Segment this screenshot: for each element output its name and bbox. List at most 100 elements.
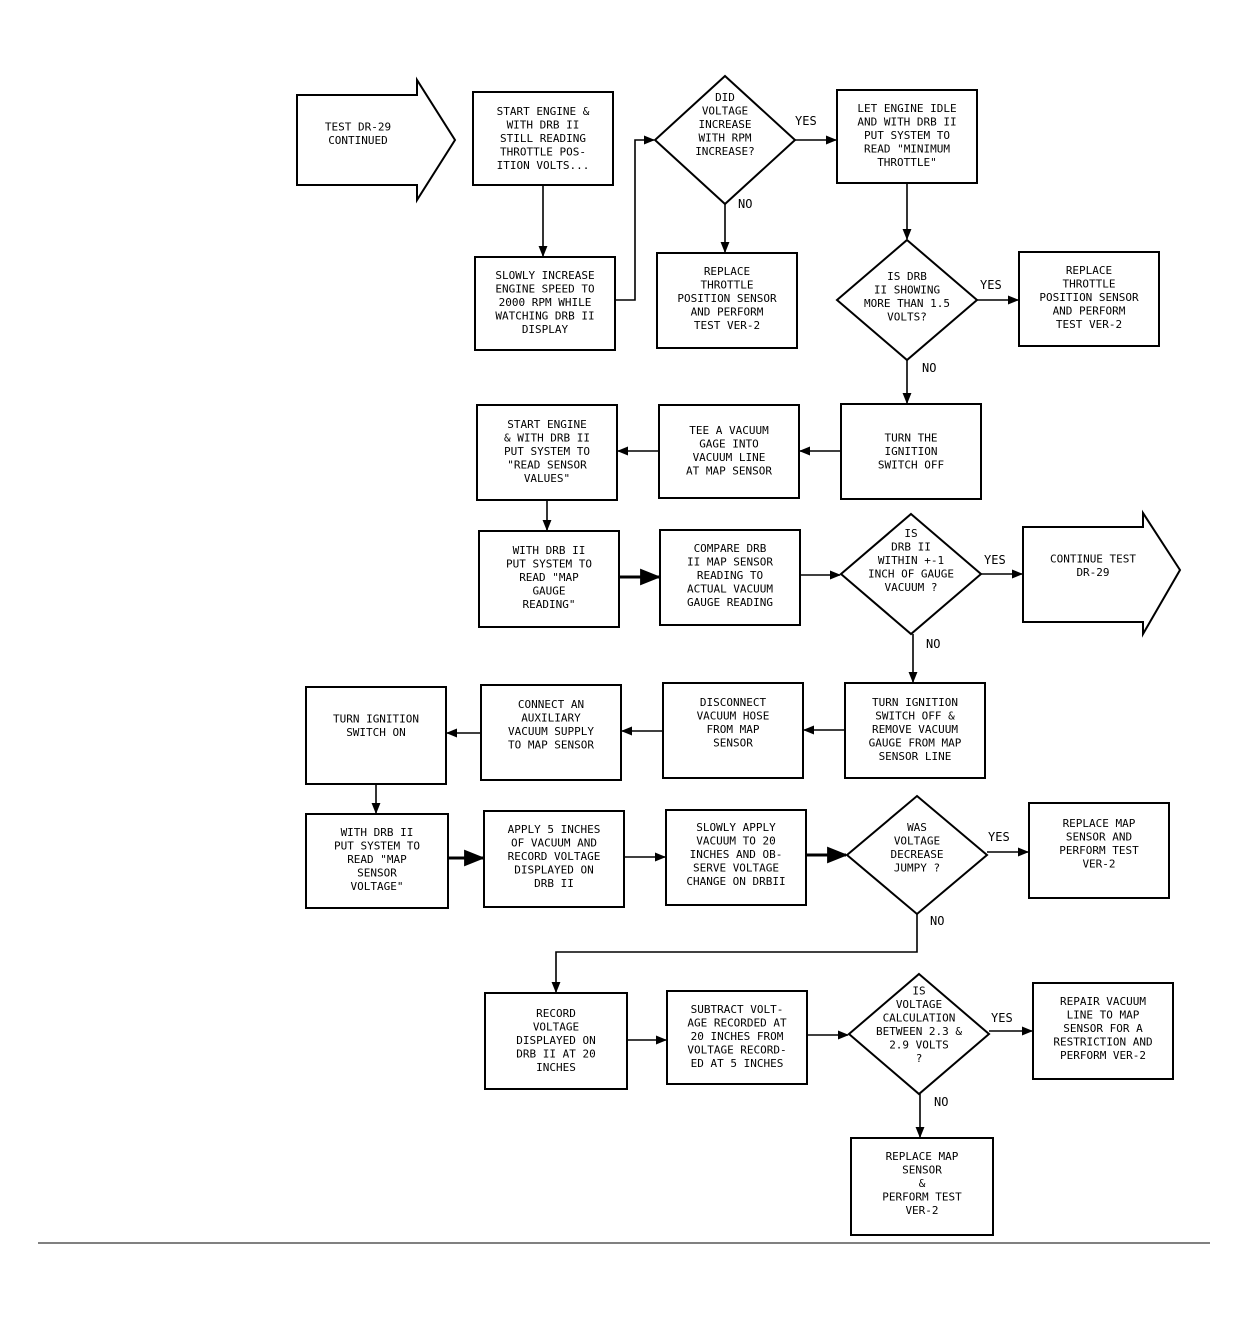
decision-within-1-inch-shape [839, 512, 983, 636]
text-line: DISPLAY [522, 323, 569, 336]
text-line: REPLACE MAP [1063, 817, 1136, 830]
text-line: ITION VOLTS... [497, 159, 590, 172]
text-line: CALCULATION [883, 1011, 956, 1024]
text-line: COMPARE DRB [694, 542, 767, 555]
connector-decision4-no [551, 914, 918, 994]
text-line: DR-29 [1076, 566, 1109, 579]
text-line: SLOWLY APPLY [696, 821, 776, 834]
step-tee-vacuum-gage-box [658, 404, 800, 499]
text-line: TEE A VACUUM [689, 424, 769, 437]
text-line: THROTTLE [701, 279, 754, 292]
decision-voltage-calculation-shape [847, 972, 991, 1096]
text-line: WATCHING DRB II [495, 310, 594, 323]
text-line: PERFORM VER-2 [1060, 1049, 1146, 1062]
text-line: SENSOR [713, 736, 753, 749]
text-line: RECORD VOLTAGE [508, 850, 601, 863]
step-slowly-apply-vacuum-box [665, 809, 807, 906]
text-line: SENSOR AND [1066, 830, 1132, 843]
text-line: AUXILIARY [521, 711, 581, 724]
text-line: REPAIR VACUUM [1060, 995, 1146, 1008]
text-line: TEST VER-2 [1056, 318, 1122, 331]
text-line: THROTTLE" [877, 156, 937, 169]
connector-slowly-to-decision [615, 135, 656, 301]
step-let-engine-idle-box [836, 89, 978, 184]
text-line: PUT SYSTEM TO [334, 840, 420, 853]
text-line: AND WITH DRB II [857, 116, 956, 129]
text-line: TEST VER-2 [694, 319, 760, 332]
text-line: & [919, 1177, 926, 1190]
text-line: ED AT 5 INCHES [691, 1057, 784, 1070]
text-line: GAUGE READING [687, 596, 773, 609]
text-line: DISCONNECT [700, 696, 767, 709]
step-subtract-voltage-box [666, 990, 808, 1085]
text-line: DECREASE [891, 848, 944, 861]
text-line: BETWEEN 2.3 & [876, 1025, 962, 1038]
text-line: AT MAP SENSOR [686, 464, 772, 477]
text-line: INCHES AND OB- [690, 848, 783, 861]
text-line: 2000 RPM WHILE [499, 296, 592, 309]
step-compare-drb-box [659, 529, 801, 626]
text-line: SENSOR LINE [879, 750, 952, 763]
text-line: DRB II AT 20 [516, 1048, 595, 1061]
text-line: "READ SENSOR [507, 459, 587, 472]
text-line: INCREASE? [695, 145, 755, 158]
text-line: SERVE VOLTAGE [693, 862, 779, 875]
text-line: THROTTLE [1063, 278, 1116, 291]
text-line: WITHIN +-1 [878, 554, 944, 567]
text-line: LET ENGINE IDLE [857, 102, 956, 115]
step-apply-5-inches-box [483, 810, 625, 908]
text-line: VACUUM LINE [693, 451, 766, 464]
text-line: CONTINUE TEST [1050, 552, 1136, 565]
text-line: REPLACE [704, 265, 750, 278]
step-replace-map-1-box [1028, 802, 1170, 899]
text-line: TO MAP SENSOR [508, 738, 594, 751]
label-no-d2: NO [922, 361, 936, 375]
text-line: FROM MAP [707, 723, 760, 736]
label-no-d3: NO [926, 637, 940, 651]
text-line: VACUUM SUPPLY [508, 725, 594, 738]
text-line: CHANGE ON DRBII [686, 875, 785, 888]
text-line: STILL READING [500, 132, 586, 145]
text-line: IGNITION [885, 445, 938, 458]
label-no-d4: NO [930, 914, 944, 928]
label-yes-d4: YES [988, 830, 1010, 844]
text-line: 20 INCHES FROM [691, 1030, 784, 1043]
label-yes-d2: YES [980, 278, 1002, 292]
start-arrow-shape [296, 76, 457, 204]
text-line: POSITION SENSOR [677, 292, 777, 305]
text-line: VER-2 [905, 1204, 938, 1217]
text-line: DISPLAYED ON [516, 1034, 595, 1047]
text-line: SWITCH OFF [878, 459, 944, 472]
text-line: VACUUM HOSE [697, 709, 770, 722]
step-start-engine-box [472, 91, 614, 186]
text-line: GAUGE [532, 585, 565, 598]
text-line: TURN THE [885, 432, 938, 445]
text-line: AND PERFORM [1053, 305, 1126, 318]
text-line: TEST DR-29 [325, 120, 391, 133]
text-line: II MAP SENSOR [687, 556, 773, 569]
text-line: RECORD [536, 1007, 576, 1020]
text-line: POSITION SENSOR [1039, 291, 1139, 304]
text-line: IS [912, 984, 925, 997]
step-replace-tps-2-box [1018, 251, 1160, 347]
step-turn-ignition-off-remove-gauge-box [844, 682, 986, 779]
text-line: SENSOR [902, 1164, 942, 1177]
